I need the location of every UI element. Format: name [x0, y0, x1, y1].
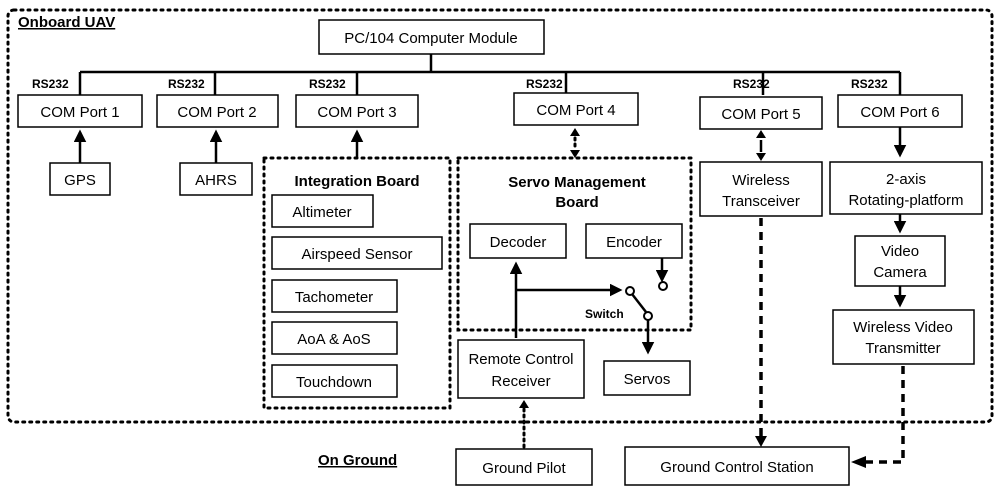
servos-label: Servos — [624, 371, 671, 388]
gps-box — [49, 162, 111, 196]
video-tx-label-1: Wireless Video — [853, 319, 953, 336]
servos-box — [603, 360, 691, 396]
com-port-5-label: COM Port 5 — [721, 106, 800, 123]
video-gcs-link — [866, 366, 905, 464]
com-port-4-label: COM Port 4 — [536, 102, 615, 119]
encoder-box — [585, 223, 683, 259]
airspeed-sensor-label: Airspeed Sensor — [302, 246, 413, 263]
decoder-box — [469, 223, 567, 259]
com-port-1-label: COM Port 1 — [40, 104, 119, 121]
com-port-5 — [699, 96, 823, 130]
ground-pilot-label: Ground Pilot — [482, 460, 566, 477]
gps-label: GPS — [64, 172, 96, 189]
wireless-video-transmitter — [832, 309, 975, 365]
switch-pivot — [643, 311, 653, 321]
remote-control-receiver — [457, 339, 585, 399]
video-camera — [854, 235, 946, 287]
encoder-label: Encoder — [606, 234, 662, 251]
touchdown-label: Touchdown — [296, 374, 372, 391]
aoa-aos-label: AoA & AoS — [297, 331, 370, 348]
servo-board-title-1: Servo Management — [508, 174, 646, 191]
ahrs-box — [179, 162, 253, 196]
switch-terminal-a — [625, 286, 635, 296]
com-port-6 — [837, 94, 963, 128]
altimeter-box — [271, 194, 374, 228]
gcs-label: Ground Control Station — [660, 459, 813, 476]
rs232-label-6: RS232 — [851, 77, 888, 91]
altimeter-label: Altimeter — [292, 204, 351, 221]
com-port-6-label: COM Port 6 — [860, 104, 939, 121]
rs232-label-5: RS232 — [733, 77, 770, 91]
video-camera-label-1: Video — [881, 243, 919, 260]
com-port-1 — [17, 94, 143, 128]
platform-label-1: 2-axis — [886, 171, 926, 188]
rs232-label-4: RS232 — [526, 77, 563, 91]
rotating-platform — [829, 161, 983, 215]
video-tx-label-2: Transmitter — [865, 340, 940, 357]
video-camera-label-2: Camera — [873, 264, 927, 281]
ground-pilot — [455, 448, 593, 486]
decoder-label: Decoder — [490, 234, 547, 251]
airspeed-sensor-box — [271, 236, 443, 270]
rs232-label-2: RS232 — [168, 77, 205, 91]
on-ground-label: On Ground — [318, 452, 397, 469]
com-port-2 — [156, 94, 279, 128]
switch-label: Switch — [585, 307, 624, 321]
tachometer-box — [271, 279, 398, 313]
wireless-transceiver — [699, 161, 823, 217]
touchdown-box — [271, 364, 398, 398]
wireless-transceiver-label-1: Wireless — [732, 172, 790, 189]
platform-label-2: Rotating-platform — [848, 192, 963, 209]
switch-terminal-b — [658, 281, 668, 291]
integration-board-title: Integration Board — [294, 173, 419, 190]
rc-receiver-label-1: Remote Control — [468, 351, 573, 368]
onboard-uav-label: Onboard UAV — [18, 14, 115, 31]
ahrs-label: AHRS — [195, 172, 237, 189]
com-port-3 — [295, 94, 419, 128]
servo-management-board — [456, 156, 693, 332]
com-port-4 — [513, 92, 639, 126]
tachometer-label: Tachometer — [295, 289, 373, 306]
wireless-transceiver-label-2: Transceiver — [722, 193, 800, 210]
com-port-2-label: COM Port 2 — [177, 104, 256, 121]
rs232-label-3: RS232 — [309, 77, 346, 91]
servo-board-title-2: Board — [555, 194, 598, 211]
rc-receiver-label-2: Receiver — [491, 373, 550, 390]
pc104-label: PC/104 Computer Module — [344, 30, 517, 47]
ground-control-station — [624, 446, 850, 486]
com-port-3-label: COM Port 3 — [317, 104, 396, 121]
switch-lever — [631, 293, 647, 313]
rs232-label-1: RS232 — [32, 77, 69, 91]
aoa-aos-box — [271, 321, 398, 355]
onboard-uav-region — [6, 8, 994, 424]
